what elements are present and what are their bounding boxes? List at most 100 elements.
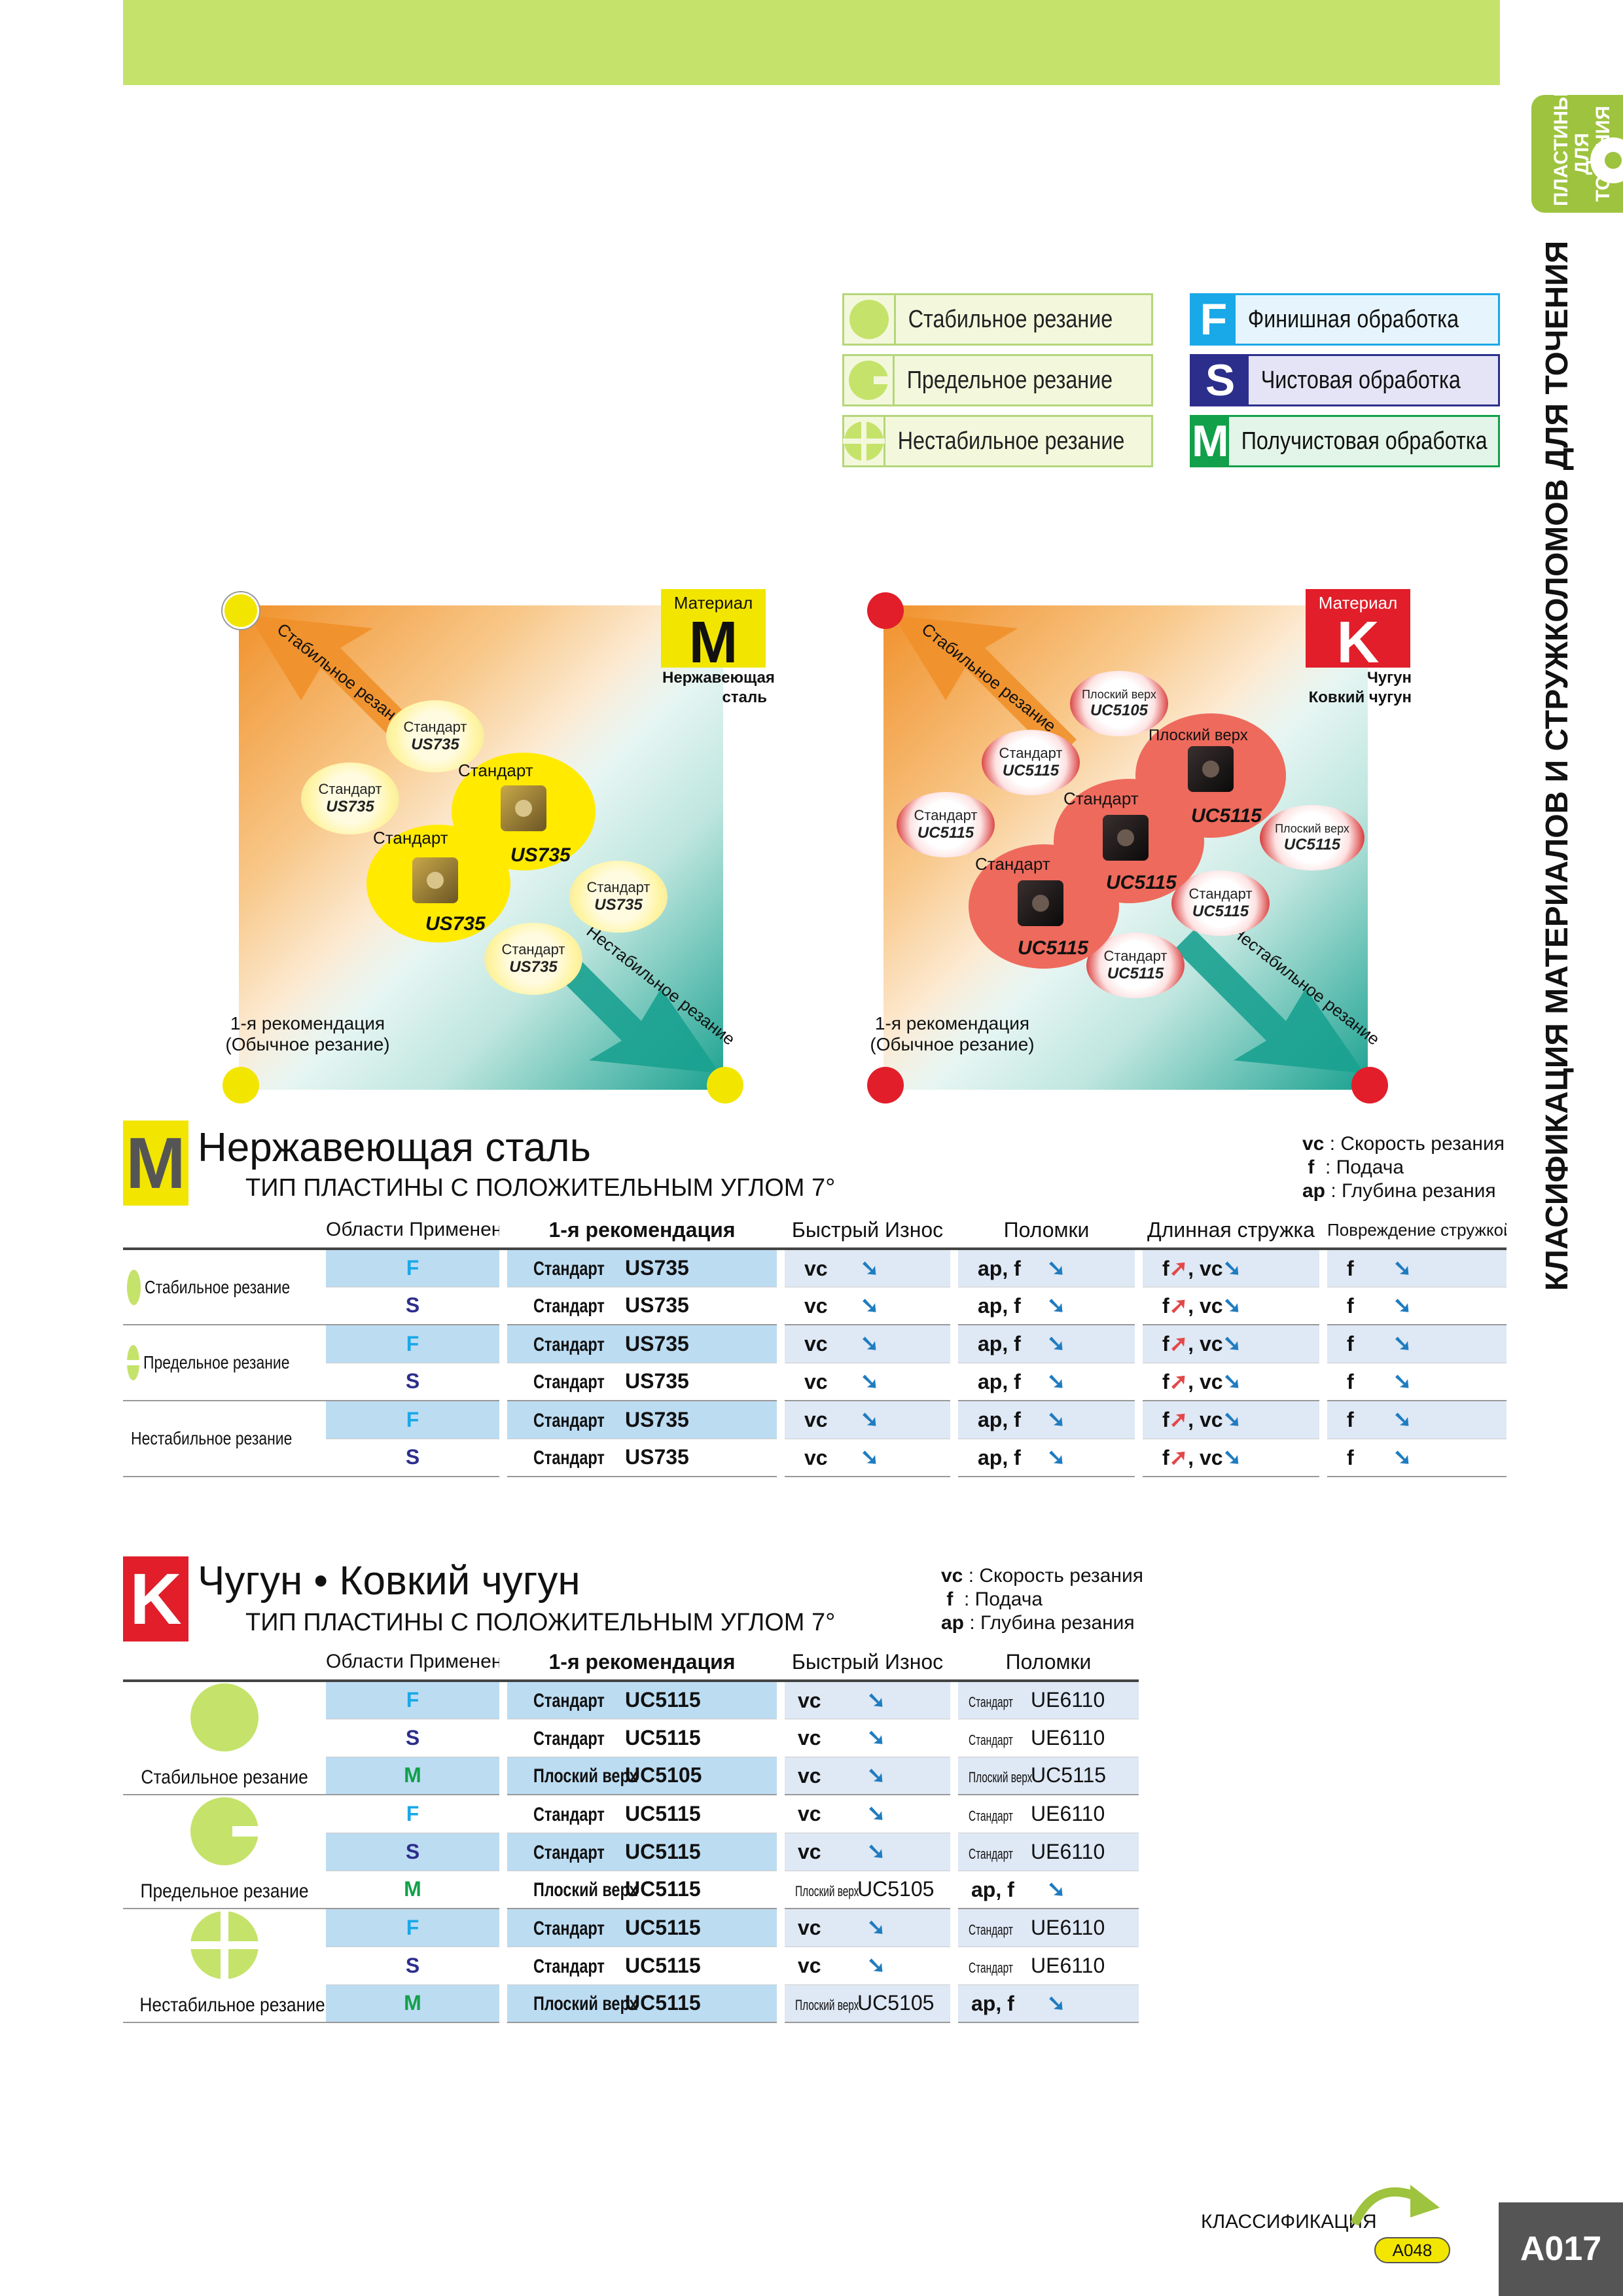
breakage-cell: ap, f➘ (958, 1984, 1139, 2023)
damage-cell: f➘ (1327, 1439, 1507, 1477)
down-arrow-icon: ➘ (860, 1255, 880, 1281)
abbr-legend-k: vc : Скорость резания f : Подача ap : Гл… (941, 1565, 1143, 1634)
legend-label: Предельное резание (906, 366, 1113, 394)
unstable-marker-icon (707, 1067, 743, 1103)
down-arrow-icon: ➘ (860, 1293, 880, 1318)
col-header: Быстрый Износ (785, 1212, 950, 1250)
col-header: Поломки (958, 1212, 1135, 1250)
up-arrow-icon: ➚ (1169, 1255, 1188, 1281)
diagram-stainless: Стабильное резание Нестабильное резание … (223, 589, 812, 1103)
down-arrow-icon: ➘ (860, 1407, 880, 1433)
legend-clean: S Чистовая обработка (1190, 354, 1500, 406)
unstable-cutting-icon (843, 420, 885, 462)
wear-cell: vc➘ (785, 1946, 950, 1985)
op-badge: S (1192, 355, 1249, 405)
rec-sublabel: (Обычное резание) (225, 1034, 390, 1054)
damage-cell: f➘ (1327, 1249, 1507, 1287)
material-box: Материал K (1306, 589, 1410, 672)
breakage-cell: ap, f➘ (958, 1401, 1135, 1439)
wear-cell: Плоский верхUC5105 (785, 1871, 950, 1909)
op-cell: S (326, 1719, 499, 1757)
wear-cell: vc➘ (785, 1795, 950, 1833)
breakage-cell: ap, f➘ (958, 1287, 1135, 1325)
col-header: Области Применения (326, 1644, 499, 1682)
insert-image (412, 857, 458, 903)
condition-cell: Стабильное резание (123, 1681, 326, 1795)
chip-cell: f➚, vc➘ (1143, 1249, 1319, 1287)
insert-image (1188, 746, 1234, 792)
bubble-label: Стандарт (373, 828, 448, 848)
stable-marker-icon (867, 592, 904, 629)
footer-page-ref[interactable]: A048 (1374, 2237, 1450, 2263)
bubble-label: Стандарт (458, 761, 533, 780)
unstable-marker-icon (1351, 1067, 1388, 1103)
material-label: Материал (1318, 593, 1398, 613)
down-arrow-icon: ➘ (1222, 1255, 1242, 1281)
material-name: сталь (722, 689, 767, 706)
breakage-cell: ap, f➘ (958, 1249, 1135, 1287)
down-arrow-icon: ➘ (866, 1915, 886, 1941)
breakage-cell: Плоский верхUC5115 (958, 1757, 1139, 1795)
side-title-text: КЛАСИФИКАЦИЯ МАТЕРИАЛОВ И СТРУЖКОЛОМОВ Д… (1540, 240, 1575, 1291)
wear-cell: vc➘ (785, 1719, 950, 1757)
op-cell: S (326, 1287, 499, 1325)
footer-label: КЛАССИФИКАЦИЯ (1201, 2211, 1377, 2233)
breakage-cell: ap, f➘ (958, 1871, 1139, 1909)
condition-cell: Предельное резание (123, 1325, 326, 1401)
wear-cell: Плоский верхUC5105 (785, 1984, 950, 2023)
down-arrow-icon: ➘ (1393, 1407, 1412, 1433)
op-badge: F (1192, 295, 1236, 344)
op-cell: S (326, 1946, 499, 1985)
down-arrow-icon: ➘ (1393, 1255, 1412, 1281)
breakage-cell: ap, f➘ (958, 1439, 1135, 1477)
legend-limit: Предельное резание (842, 354, 1153, 406)
chip-cell: f➚, vc➘ (1143, 1287, 1319, 1325)
down-arrow-icon: ➘ (1046, 1369, 1066, 1394)
rec-label: 1-я рекомендация (874, 1013, 1030, 1033)
op-badge: M (1192, 416, 1229, 466)
material-label: Материал (673, 593, 753, 613)
down-arrow-icon: ➘ (866, 1725, 886, 1750)
col-header: Быстрый Износ (785, 1644, 950, 1682)
bubble-grade: US735 (425, 913, 486, 935)
col-header: Длинная стружка (1143, 1212, 1319, 1250)
op-cell: F (326, 1681, 499, 1719)
chip-cell: f➚, vc➘ (1143, 1325, 1319, 1363)
down-arrow-icon: ➘ (1393, 1331, 1412, 1357)
section-m-subtitle: ТИП ПЛАСТИНЫ С ПОЛОЖИТЕЛЬНЫМ УГЛОМ 7° (245, 1174, 836, 1202)
down-arrow-icon: ➘ (1046, 1331, 1066, 1357)
bubble-grade: UC5115 (1018, 937, 1088, 959)
legend-label: Чистовая обработка (1260, 366, 1461, 394)
col-header: 1-я рекомендация (507, 1644, 777, 1682)
down-arrow-icon: ➘ (1222, 1293, 1242, 1318)
limit-cutting-icon (190, 1797, 260, 1865)
chip-cell: f➚, vc➘ (1143, 1439, 1319, 1477)
op-cell: M (326, 1871, 499, 1909)
condition-cell: Стабильное резание (123, 1249, 326, 1325)
section-k-subtitle: ТИП ПЛАСТИНЫ С ПОЛОЖИТЕЛЬНЫМ УГЛОМ 7° (245, 1609, 836, 1636)
op-cell: F (326, 1401, 499, 1439)
rec-label: 1-я рекомендация (230, 1013, 385, 1033)
bubble-grade: UC5115 (1191, 805, 1262, 827)
limit-cutting-icon (849, 361, 890, 400)
chip-cell: f➚, vc➘ (1143, 1401, 1319, 1439)
recommend-cell: Плоский верхUC5105 (507, 1757, 777, 1795)
down-arrow-icon: ➘ (860, 1331, 880, 1357)
legend-stable: Стабильное резание (842, 293, 1153, 346)
recommend-cell: Плоский верхUC5115 (507, 1871, 777, 1909)
insert-image (1018, 880, 1063, 926)
